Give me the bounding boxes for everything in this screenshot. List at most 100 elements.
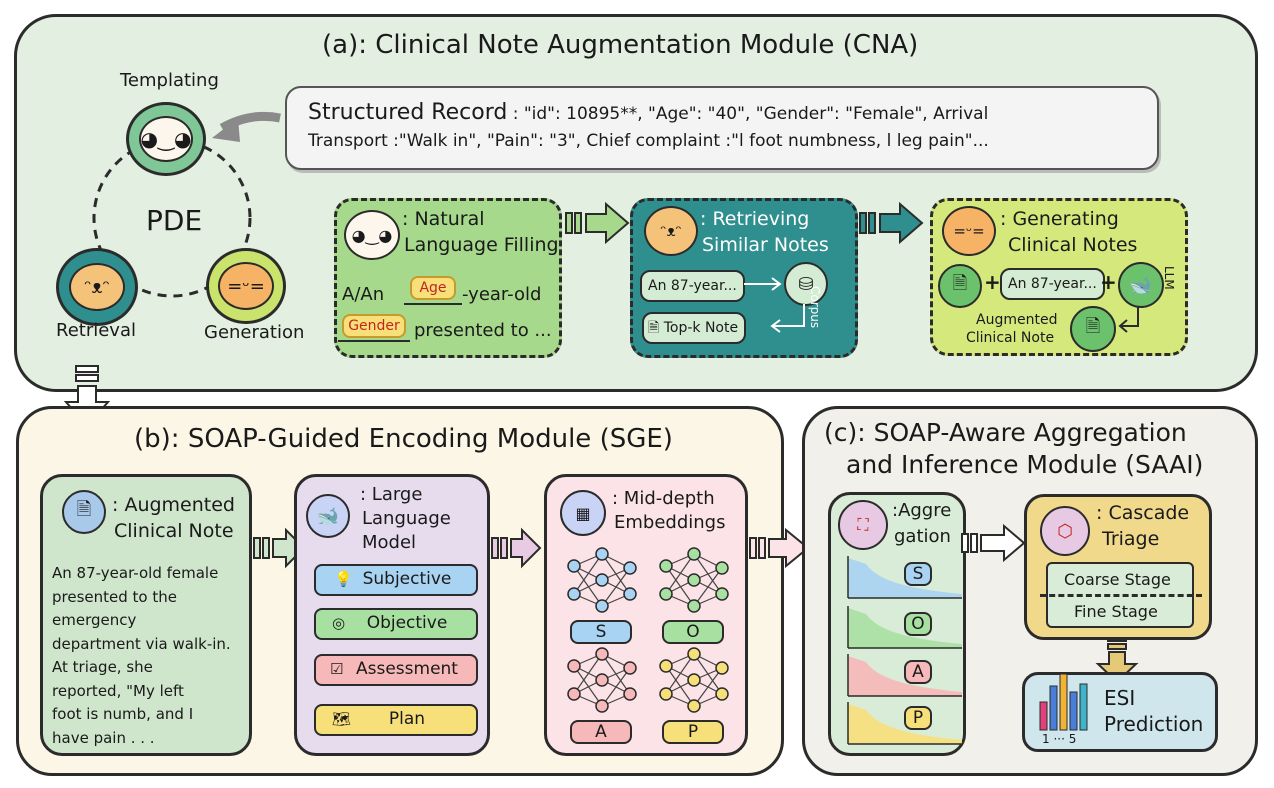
note-line: An 87-year-old female bbox=[52, 564, 219, 582]
aggregation-curve bbox=[847, 556, 962, 599]
retrieving-title-2: Similar Notes bbox=[702, 234, 829, 256]
target-icon: ◎ bbox=[332, 614, 346, 632]
llm-title-2: Language bbox=[362, 508, 451, 529]
retrieved-note-snippet: An 87-year... bbox=[640, 270, 745, 302]
topk-note-label: Top-k Note bbox=[663, 320, 739, 336]
saai-title-1: (c): SOAP-Aware Aggregation bbox=[824, 418, 1187, 447]
distribution-area bbox=[848, 702, 962, 744]
aggregation-label-p: P bbox=[904, 706, 932, 730]
network-node bbox=[715, 661, 729, 675]
checklist-icon: ☑ bbox=[330, 660, 344, 678]
document-icon: 🗎 bbox=[648, 320, 660, 336]
retrieval-label: Retrieval bbox=[56, 320, 136, 341]
network-node bbox=[715, 687, 729, 701]
embedding-label-o: O bbox=[662, 620, 724, 644]
network-edge bbox=[601, 667, 631, 707]
esi-scale: 1 ··· 5 bbox=[1042, 732, 1077, 746]
generation-label: Generation bbox=[204, 322, 305, 343]
network-node bbox=[715, 561, 729, 575]
note-line: foot is numb, and I bbox=[52, 705, 194, 723]
network-node bbox=[595, 547, 609, 561]
note-line: presented to the bbox=[52, 587, 177, 606]
assessment-tag: Assessment bbox=[314, 654, 478, 686]
distribution-area bbox=[848, 606, 962, 648]
generating-note-snippet: An 87-year... bbox=[1000, 268, 1105, 300]
document-icon: 🗎 bbox=[62, 490, 106, 534]
network-node bbox=[623, 587, 637, 601]
network-node bbox=[687, 647, 701, 661]
esi-bar bbox=[1039, 701, 1048, 731]
note-line: reported, "My left bbox=[52, 681, 184, 700]
network-edge bbox=[693, 567, 723, 607]
network-node bbox=[659, 587, 673, 601]
filling-tail: presented to ... bbox=[414, 320, 552, 341]
network-node bbox=[687, 547, 701, 561]
structured-record-line2: Transport :"Walk in", "Pain": "3", Chief… bbox=[308, 131, 989, 151]
gender-slot: Gender bbox=[342, 314, 406, 338]
network-node bbox=[595, 573, 609, 587]
cna-title: (a): Clinical Note Augmentation Module (… bbox=[322, 30, 919, 60]
network-node bbox=[687, 699, 701, 713]
network-edge bbox=[665, 665, 695, 707]
llm-title-1: : Large bbox=[360, 484, 423, 505]
database-icon: ⛁ bbox=[784, 262, 828, 306]
templating-label: Templating bbox=[120, 70, 219, 91]
map-icon: 🗺 bbox=[332, 710, 352, 728]
plus-icon: + bbox=[984, 270, 1001, 294]
sheep-icon: ◕‿◕ bbox=[126, 102, 206, 176]
subjective-tag: Subjective bbox=[314, 564, 478, 596]
age-slot-underline bbox=[404, 303, 462, 305]
dog-icon: ᵔᴥᵔ bbox=[644, 206, 698, 256]
augmented-note-title-2: Clinical Note bbox=[114, 520, 234, 542]
gender-slot-underline bbox=[338, 340, 410, 342]
network-edge bbox=[665, 653, 695, 695]
network-edge bbox=[601, 567, 631, 607]
network-node bbox=[623, 661, 637, 675]
network-node bbox=[567, 559, 581, 573]
cat-icon: =ᵕ= bbox=[206, 248, 286, 324]
plan-tag: Plan bbox=[314, 704, 478, 736]
aggregation-curve bbox=[847, 702, 962, 745]
aggregation-title-2: gation bbox=[894, 526, 951, 547]
network-node bbox=[659, 687, 673, 701]
fine-stage-label: Fine Stage bbox=[1074, 602, 1158, 621]
augmented-note-body: An 87-year-old female presented to the e… bbox=[52, 562, 231, 750]
aggregation-label-o: O bbox=[904, 612, 932, 636]
network-node bbox=[623, 561, 637, 575]
aggregation-label-s: S bbox=[904, 562, 932, 586]
network-node bbox=[687, 673, 701, 687]
augmented-note-label-1: Augmented bbox=[976, 312, 1058, 328]
augmented-note-title-1: : Augmented bbox=[112, 494, 235, 516]
embedding-network bbox=[567, 647, 637, 713]
deepseek-whale-icon: 🐋 bbox=[1118, 262, 1164, 308]
dog-icon: ᵔᴥᵔ bbox=[56, 248, 138, 326]
embedding-network bbox=[659, 547, 729, 613]
stage-divider bbox=[1040, 594, 1202, 597]
sge-title: (b): SOAP-Guided Encoding Module (SGE) bbox=[134, 424, 673, 454]
network-edge bbox=[573, 665, 603, 707]
network-node bbox=[595, 673, 609, 687]
network-node bbox=[567, 587, 581, 601]
embeddings-title-1: : Mid-depth bbox=[612, 488, 715, 509]
network-node bbox=[687, 599, 701, 613]
embedding-label-s: S bbox=[570, 620, 632, 644]
distribution-area bbox=[848, 556, 962, 598]
structured-record-line1: Structured Record : "id": 10895**, "Age"… bbox=[308, 100, 988, 125]
lightbulb-icon: 💡 bbox=[334, 570, 353, 588]
cascade-title-2: Triage bbox=[1102, 528, 1160, 550]
filling-title-2: Language Filling bbox=[404, 234, 559, 256]
network-node bbox=[595, 699, 609, 713]
network-node bbox=[567, 687, 581, 701]
topk-note: 🗎 Top-k Note bbox=[642, 312, 747, 344]
note-line: At triage, she bbox=[52, 658, 153, 676]
esi-bar bbox=[1049, 685, 1058, 731]
network-edge bbox=[573, 653, 603, 695]
filling-prefix: A/An bbox=[342, 284, 385, 305]
embedding-network bbox=[659, 647, 729, 713]
